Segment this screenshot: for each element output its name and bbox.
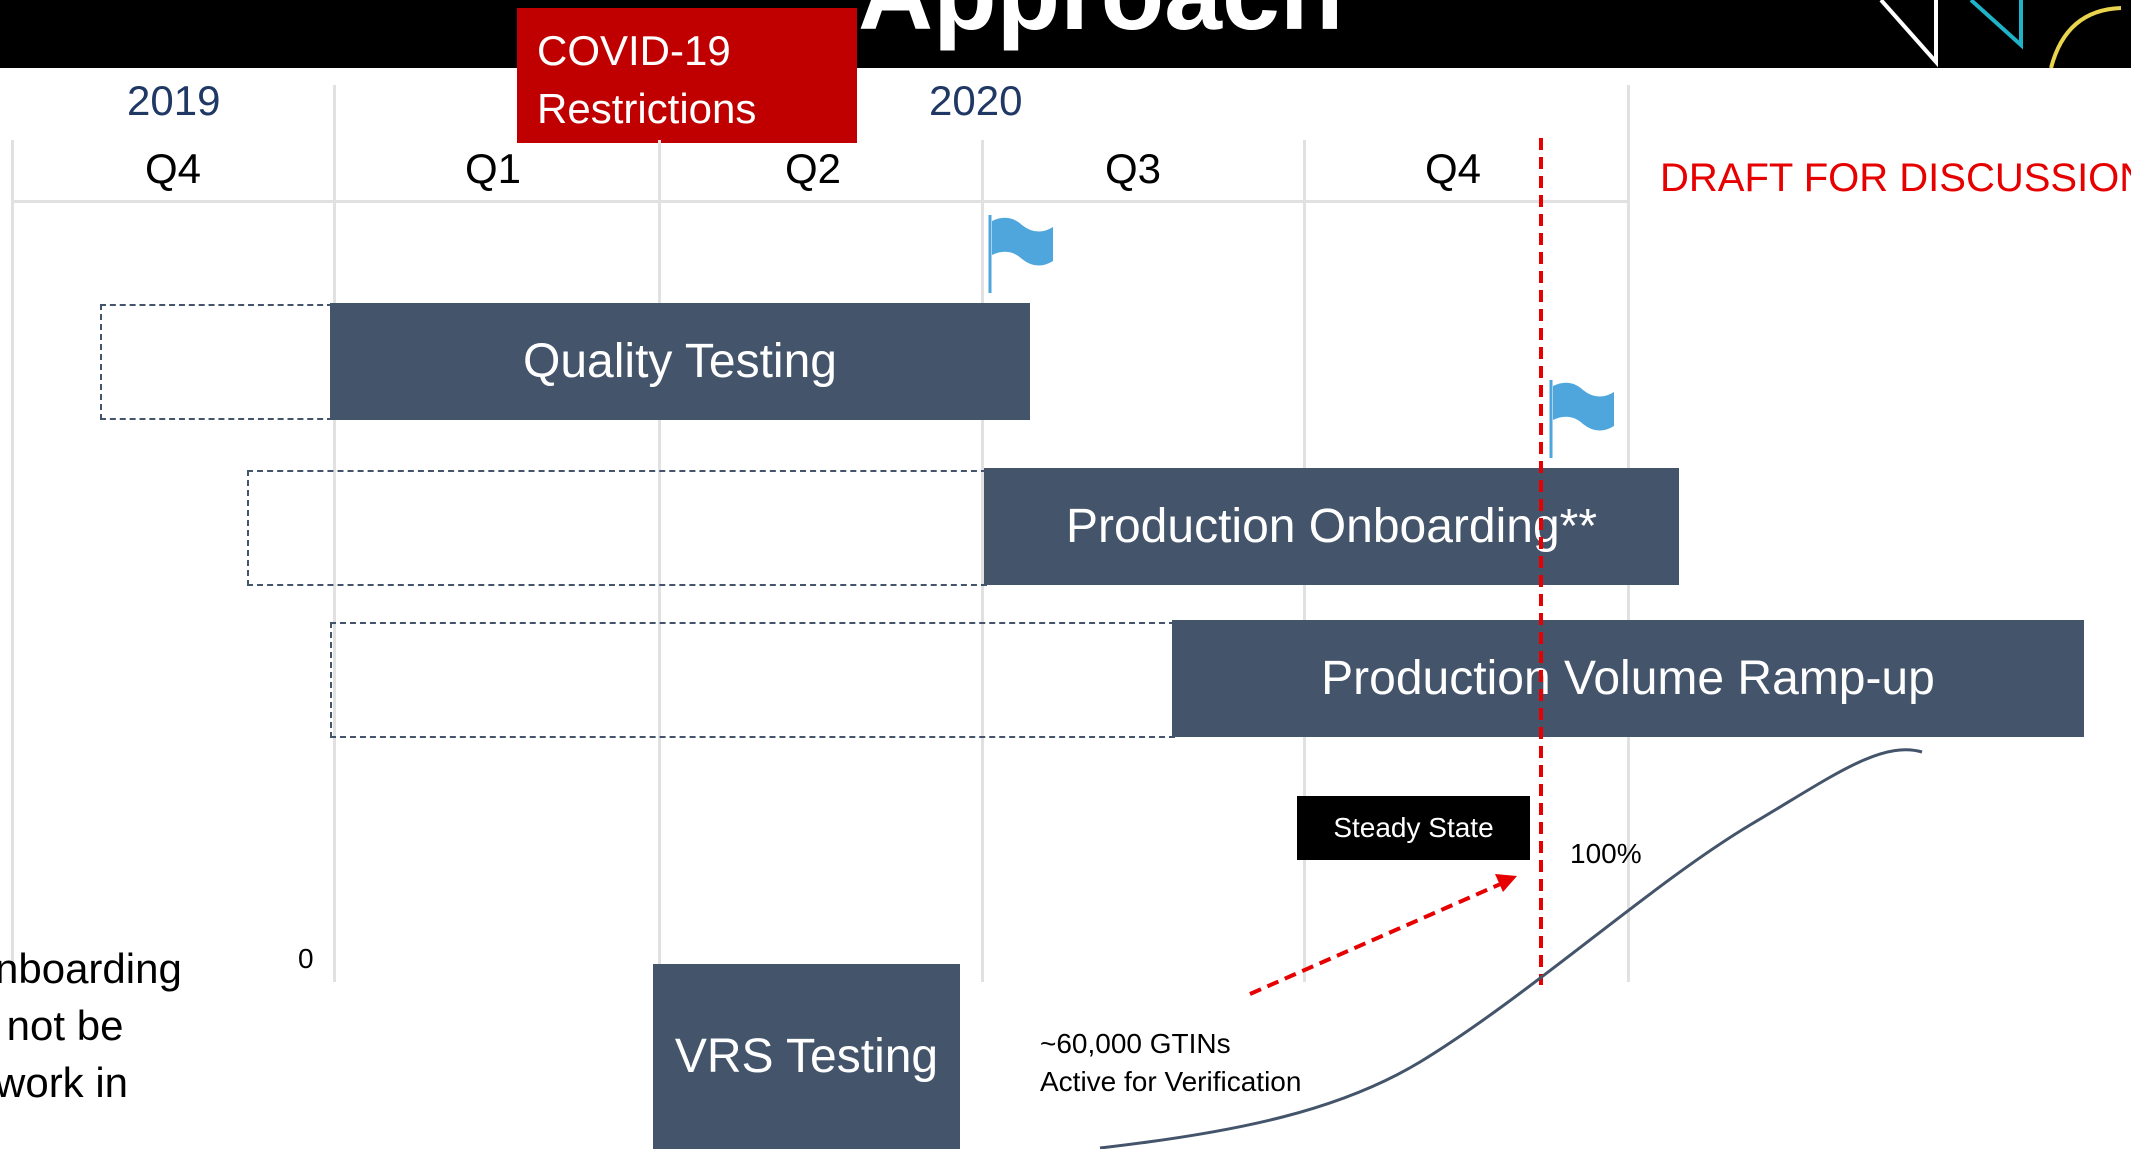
original-plan-quality-box [100, 304, 333, 420]
quality-testing-bar: Quality Testing [330, 303, 1030, 420]
steady-state-arrow [1249, 874, 1517, 996]
hundred-percent-label: 100% [1570, 838, 1642, 869]
quarter-gridline [658, 140, 661, 982]
page-title: Approach [858, 0, 1343, 46]
year-label-2020: 2020 [929, 77, 1023, 124]
gtins-label-line-1: ~60,000 GTINs [1040, 1028, 1231, 1059]
production-volume-rampup-bar: Production Volume Ramp-up [1172, 620, 2084, 737]
callout-line-1: COVID-19 [537, 27, 731, 74]
zero-label: 0 [298, 943, 314, 974]
footnote-line-2: not be [0, 1002, 124, 1049]
brand-logo-icon [1879, 0, 2122, 68]
callout-line-2: Restrictions [537, 85, 757, 132]
quarter-label: Q1 [464, 145, 522, 192]
original-plan-rampup-box [330, 622, 1175, 738]
footnote-text: nboarding not be work in [0, 940, 182, 1111]
timeline-header-divider [12, 200, 1630, 203]
title-bar [0, 0, 2131, 68]
quarter-label: Q3 [1104, 145, 1162, 192]
quarter-label: Q4 [1424, 145, 1482, 192]
quarter-gridline [333, 85, 336, 982]
production-onboarding-bar: Production Onboarding** [984, 468, 1679, 585]
quarter-gridline [981, 140, 984, 982]
quarter-label: Q2 [784, 145, 842, 192]
year-label-2019: 2019 [127, 77, 221, 124]
quarter-label: Q4 [144, 145, 202, 192]
quarter-gridline [11, 140, 14, 982]
steady-state-label: Steady State [1297, 796, 1530, 860]
original-plan-onboarding-box [247, 470, 987, 586]
covid-restrictions-callout: COVID-19 Restrictions [517, 8, 857, 143]
vrs-testing-bar: VRS Testing [653, 964, 960, 1149]
gtins-label-line-2: Active for Verification [1040, 1066, 1302, 1097]
milestone-flag-icon [988, 215, 1053, 293]
milestone-flag-icon [1549, 380, 1614, 458]
draft-label: DRAFT FOR DISCUSSION [1660, 156, 2131, 200]
deadline-line [1539, 138, 1543, 985]
footnote-line-3: work in [0, 1059, 129, 1106]
footnote-line-1: nboarding [0, 945, 182, 992]
rampup-s-curve [1099, 748, 1923, 1149]
